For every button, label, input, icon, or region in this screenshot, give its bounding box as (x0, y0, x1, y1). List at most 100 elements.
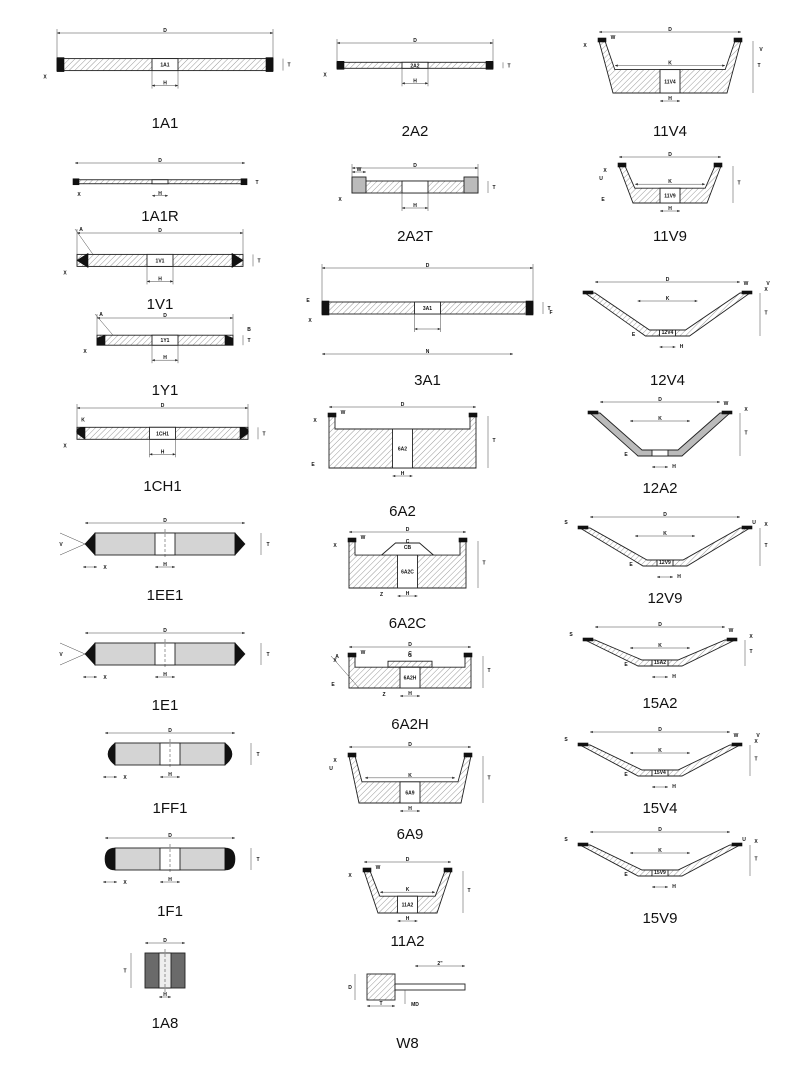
label-e: E (624, 872, 628, 878)
wheel-caption: 6A2 (389, 503, 416, 520)
label-x: X (764, 522, 768, 528)
arrow-head (172, 565, 175, 569)
wheel-caption: W8 (396, 1035, 419, 1052)
label-t: T (507, 63, 510, 69)
bore (651, 869, 669, 877)
label-w: W (341, 410, 346, 416)
arrow-head (149, 453, 153, 456)
arrow-head (590, 830, 593, 834)
abrasive-section (731, 842, 743, 847)
label-t: T (744, 431, 747, 437)
rim-right (463, 176, 479, 194)
label-k: K (658, 416, 662, 422)
label-f: F (549, 310, 552, 316)
angle-line (59, 642, 86, 655)
arrow-head (722, 64, 725, 67)
label-v: V (59, 652, 63, 658)
label-t: T (379, 1001, 382, 1007)
label-a: A (79, 227, 83, 233)
arrow-head (175, 84, 178, 87)
bore (151, 334, 179, 346)
label-t: T (749, 649, 752, 655)
arrow-head (397, 594, 401, 598)
label-d: D (426, 263, 430, 269)
label-d: D (163, 628, 167, 634)
type-code-label: 12V4 (662, 330, 674, 336)
bore (401, 61, 429, 69)
bore (146, 253, 174, 267)
rim-left (351, 176, 367, 194)
arrow-head (83, 675, 86, 679)
label-d: D (406, 857, 410, 863)
label-t: T (764, 543, 767, 549)
label-t: T (764, 311, 767, 317)
wheel-caption: 1E1 (151, 697, 179, 714)
label-k: K (658, 748, 662, 754)
arrow-head (168, 995, 171, 999)
abrasive-section (107, 742, 116, 766)
arrow-head (475, 166, 478, 170)
label-w: W (361, 535, 366, 541)
arrow-head (530, 266, 533, 270)
arrow-head (590, 730, 593, 734)
label-n: N (426, 349, 430, 355)
arrow-head (365, 776, 368, 780)
abrasive-section (733, 37, 743, 43)
label-t: T (262, 431, 265, 437)
label-d: D (158, 158, 162, 164)
bore (151, 58, 179, 72)
abrasive-section (96, 334, 106, 346)
arrow-head (230, 316, 233, 320)
abrasive-section (468, 412, 478, 418)
abrasive-section (84, 532, 96, 556)
arrow-head (415, 964, 418, 968)
type-code-label: 3A1 (423, 306, 432, 312)
type-code-label: 6A2 (398, 447, 407, 453)
abrasive-section (443, 867, 453, 873)
label-d: D (163, 313, 167, 319)
label-t: T (492, 438, 495, 444)
abrasive-section (239, 426, 249, 440)
label-t: T (492, 185, 495, 191)
center-cone (380, 542, 435, 556)
label-k: K (658, 643, 662, 649)
label-h: H (158, 191, 162, 197)
label-x: X (744, 407, 748, 413)
type-code-label: 1Y1 (161, 338, 170, 344)
abrasive-section (240, 178, 248, 186)
arrow-head (402, 82, 405, 85)
shank (394, 983, 466, 991)
label-t: T (247, 338, 250, 344)
arrow-head (595, 280, 598, 284)
arrow-head (425, 82, 428, 85)
wheel-caption: 15V9 (642, 910, 678, 927)
arrow-head (367, 1004, 370, 1008)
label-h: H (163, 355, 167, 361)
label-u: U (742, 837, 746, 843)
abrasive-section (525, 300, 534, 316)
arrow-head (152, 84, 155, 87)
angle-line (94, 313, 114, 336)
wheel-caption: 15V4 (642, 800, 678, 817)
label-h: H (168, 772, 172, 778)
arrow-head (114, 880, 117, 884)
arrow-head (437, 327, 441, 331)
wheel-caption: 11A2 (390, 933, 425, 950)
abrasive-section (731, 742, 743, 747)
label-k: K (81, 417, 85, 423)
label-c: C (406, 539, 410, 545)
arrow-head (77, 231, 80, 235)
wheel-caption: 1EE1 (146, 587, 184, 604)
label-t: T (266, 652, 269, 658)
